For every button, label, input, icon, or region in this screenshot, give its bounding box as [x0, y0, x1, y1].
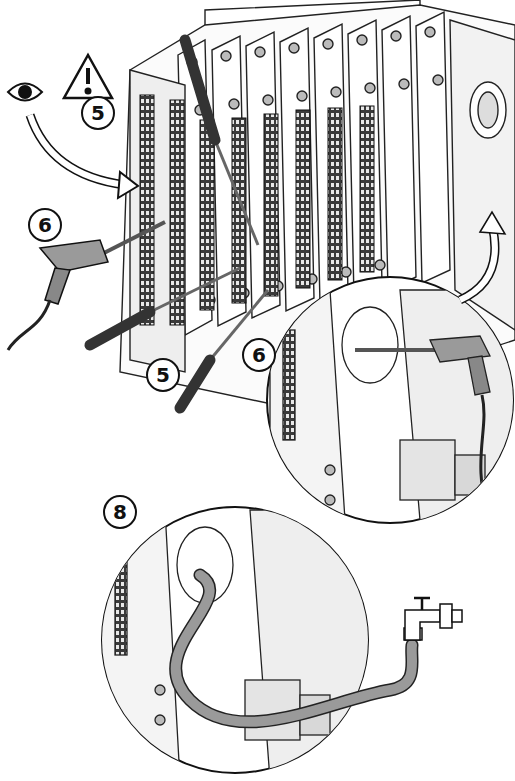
eye-warning-symbols — [8, 55, 138, 198]
callout-number: 8 — [113, 502, 127, 522]
screwdrivers — [90, 40, 268, 408]
air-gun — [8, 222, 165, 350]
callout-number: 6 — [252, 345, 266, 365]
detail-inset-gun — [267, 212, 515, 523]
callout-number: 5 — [156, 365, 170, 385]
water-tap — [404, 598, 462, 640]
callout-circles — [29, 97, 275, 528]
callout-number: 5 — [91, 103, 105, 123]
callout-number: 6 — [38, 215, 52, 235]
detail-inset-hose — [100, 507, 412, 780]
